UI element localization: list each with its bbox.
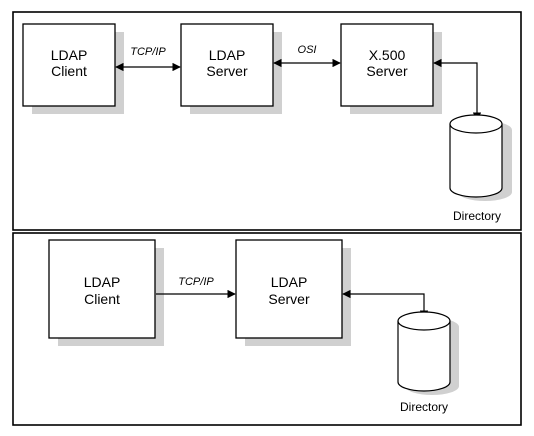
bottom-ldap-server-node: LDAP Server	[235, 239, 351, 346]
top-ldap-server-box	[180, 23, 274, 107]
top-directory-body	[449, 124, 503, 198]
top-x500-server-node: X.500 Server	[340, 23, 442, 114]
bottom-panel: LDAP Client LDAP Server TCP/IP Directory	[12, 232, 522, 426]
bottom-directory-label: Directory	[400, 400, 448, 414]
bottom-tcpip-label: TCP/IP	[178, 276, 214, 288]
bottom-ldap-client-line2: Client	[84, 291, 120, 307]
bottom-ldap-server-line2: Server	[268, 291, 310, 307]
top-ldap-client-line2: Client	[51, 63, 87, 79]
bottom-ldap-server-line1: LDAP	[271, 274, 308, 290]
top-ldap-client-box	[22, 23, 116, 107]
top-directory-connector	[433, 58, 482, 121]
bottom-directory-top	[397, 311, 451, 331]
bottom-ldap-client-line1: LDAP	[84, 274, 121, 290]
top-x500-server-line1: X.500	[369, 47, 406, 63]
top-directory-top	[449, 114, 503, 134]
top-tcpip-label: TCP/IP	[130, 46, 166, 58]
top-ldap-server-node: LDAP Server	[180, 23, 282, 114]
bottom-ldap-server-box	[235, 239, 343, 339]
top-directory-label: Directory	[453, 209, 501, 223]
top-panel: LDAP Client LDAP Server X.500 Server TCP…	[12, 11, 522, 231]
bottom-directory-icon	[397, 311, 459, 395]
bottom-ldap-client-box	[48, 239, 156, 339]
top-ldap-client-line1: LDAP	[51, 47, 88, 63]
top-osi-label: OSI	[298, 44, 317, 56]
bottom-directory-body	[397, 321, 451, 392]
top-x500-server-line2: Server	[366, 63, 408, 79]
top-directory-icon	[449, 114, 512, 201]
bottom-directory-connector	[342, 289, 429, 319]
top-x500-server-box	[340, 23, 434, 107]
top-ldap-server-line1: LDAP	[209, 47, 246, 63]
top-ldap-server-line2: Server	[206, 63, 248, 79]
top-ldap-client-node: LDAP Client	[22, 23, 124, 114]
bottom-ldap-client-node: LDAP Client	[48, 239, 164, 346]
